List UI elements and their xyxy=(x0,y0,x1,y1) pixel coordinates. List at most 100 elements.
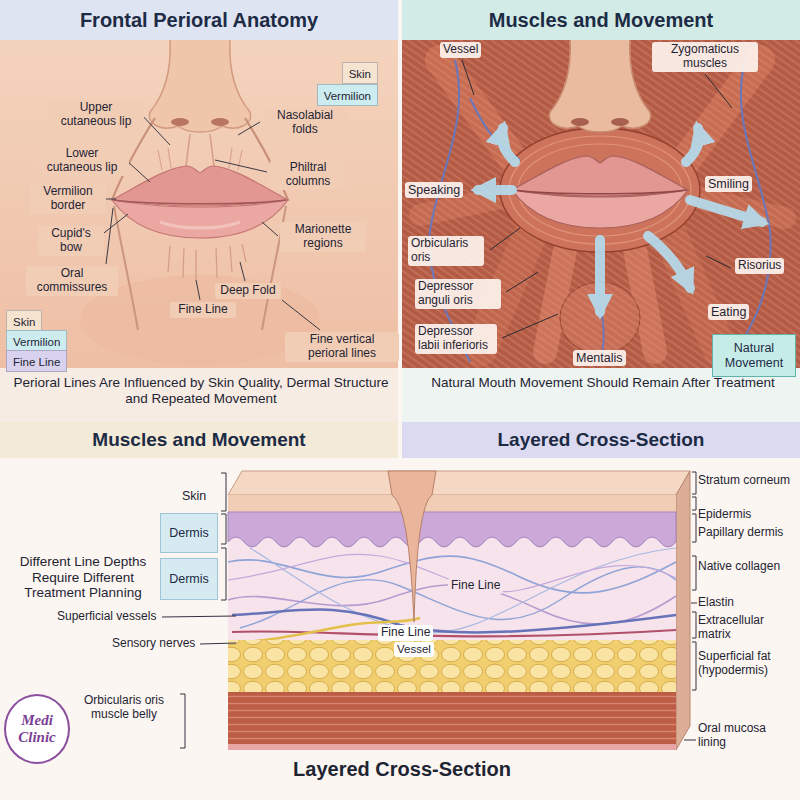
leader-line xyxy=(100,214,128,236)
anatomy-label: Deep Fold xyxy=(215,283,281,299)
bracket xyxy=(692,497,696,510)
movement-box: Natural Movement xyxy=(712,334,796,377)
movement-label: Eating xyxy=(708,304,749,320)
anatomy-label: Oral commissures xyxy=(26,266,118,296)
movement-label: Speaking xyxy=(405,182,463,198)
layer-label: Oral mucosa lining xyxy=(696,722,796,750)
movement-arrow xyxy=(478,185,512,195)
bracket xyxy=(221,548,226,600)
bracket xyxy=(692,514,696,542)
leader-line xyxy=(162,616,236,617)
muscle-illustration xyxy=(514,190,686,194)
cross-section xyxy=(676,471,690,750)
node-label: Layered Cross-Section xyxy=(498,429,705,451)
movement-arrow xyxy=(686,128,699,162)
cross-section xyxy=(228,512,676,640)
bracket xyxy=(180,694,185,748)
panel-caption: Perioral Lines Are Influenced by Skin Qu… xyxy=(10,375,392,406)
cross-section xyxy=(228,471,690,750)
line-label: Fine Line xyxy=(448,578,503,594)
muscle-label: Risorius xyxy=(735,258,784,274)
cross-section xyxy=(228,640,676,692)
face-illustration xyxy=(0,40,398,370)
bracket xyxy=(692,556,696,590)
face-illustration xyxy=(168,244,246,280)
muscle-label: Depressor labii inferioris xyxy=(415,324,497,354)
muscle-illustration xyxy=(429,60,470,362)
leader-line xyxy=(705,74,732,108)
leader-line xyxy=(140,113,170,145)
layer-label: Native collagen xyxy=(696,560,796,574)
node-label: Muscles and Movement xyxy=(92,429,305,451)
legend-text: Vermilion xyxy=(13,336,60,348)
legend-swatch: Vermilion xyxy=(317,84,378,106)
cross-section xyxy=(228,512,676,547)
bracket xyxy=(691,603,697,604)
node-label: Natural Movement xyxy=(717,341,791,370)
muscle-illustration xyxy=(512,156,688,196)
bracket xyxy=(692,472,696,494)
anatomy-label: Fine vertical perioral lines xyxy=(285,332,399,362)
cross-section xyxy=(388,471,436,622)
legend-text: Skin xyxy=(349,68,371,80)
muscle-illustration xyxy=(402,368,800,422)
layer-label: Extracellular matrix xyxy=(696,614,796,642)
leader-line xyxy=(462,60,474,95)
face-illustration xyxy=(114,200,286,204)
face-illustration xyxy=(112,200,288,238)
section-caption: Layered Cross-Section xyxy=(200,758,604,781)
face-illustration xyxy=(171,118,189,126)
panel-header: Layered Cross-Section xyxy=(402,422,800,458)
muscle-illustration xyxy=(500,128,700,252)
movement-arrow xyxy=(478,128,762,312)
muscle-label: Orbicularis oris xyxy=(408,236,484,266)
movement-arrow xyxy=(648,236,690,288)
face-illustration xyxy=(158,148,242,170)
cross-section xyxy=(240,567,676,628)
layer-label: Superficial fat (hypodermis) xyxy=(696,650,796,678)
bracket xyxy=(684,740,696,741)
face-illustration xyxy=(149,40,250,132)
bracket xyxy=(692,612,696,638)
leader-line xyxy=(106,208,113,264)
anatomy-label: Vermilion border xyxy=(30,184,106,214)
face-illustration xyxy=(160,222,240,228)
bracket xyxy=(221,514,226,544)
muscle-illustration xyxy=(402,40,800,370)
muscle-illustration xyxy=(402,40,800,422)
face-illustration xyxy=(186,134,214,166)
muscle-illustration xyxy=(549,40,650,132)
bracket xyxy=(692,642,696,690)
panel-header: Muscles and Movement xyxy=(0,422,398,458)
leader-line xyxy=(200,643,236,644)
leader-line xyxy=(262,222,278,236)
muscle-illustration xyxy=(470,98,520,160)
node-label: Muscles and Movement xyxy=(489,9,714,32)
legend-swatch: Vermilion xyxy=(6,330,67,352)
leader-line xyxy=(215,160,267,172)
planning-note: Different Line Depths Require Different … xyxy=(6,554,160,601)
anatomy-label: Nasolabial folds xyxy=(262,108,348,138)
cross-section xyxy=(228,471,690,495)
leader-line xyxy=(490,228,520,250)
anatomy-label: Upper cutaneous lip xyxy=(48,100,144,130)
legend-text: Skin xyxy=(13,316,35,328)
clinic-logo: Medi Clinic xyxy=(4,694,70,764)
anatomy-label: Philtral columns xyxy=(270,160,346,190)
vessel-label: Vessel xyxy=(394,642,434,657)
face-illustration xyxy=(211,118,229,126)
leader-line xyxy=(238,122,260,135)
anatomy-label: Cupid's bow xyxy=(38,226,104,256)
layer-label: Papillary dermis xyxy=(696,526,796,540)
layer-label: Sensory nerves xyxy=(110,637,197,651)
muscle-illustration xyxy=(402,40,800,370)
layer-label: Skin xyxy=(180,489,208,503)
layer-label: Orbicularis oris muscle belly xyxy=(70,694,178,722)
anatomy-label: Lower cutaneous lip xyxy=(35,146,129,176)
cross-section xyxy=(232,609,676,632)
node-label: Dermis xyxy=(169,526,209,540)
muscle-label: Zygomaticus muscles xyxy=(652,42,758,72)
movement-label: Smiling xyxy=(705,176,752,192)
